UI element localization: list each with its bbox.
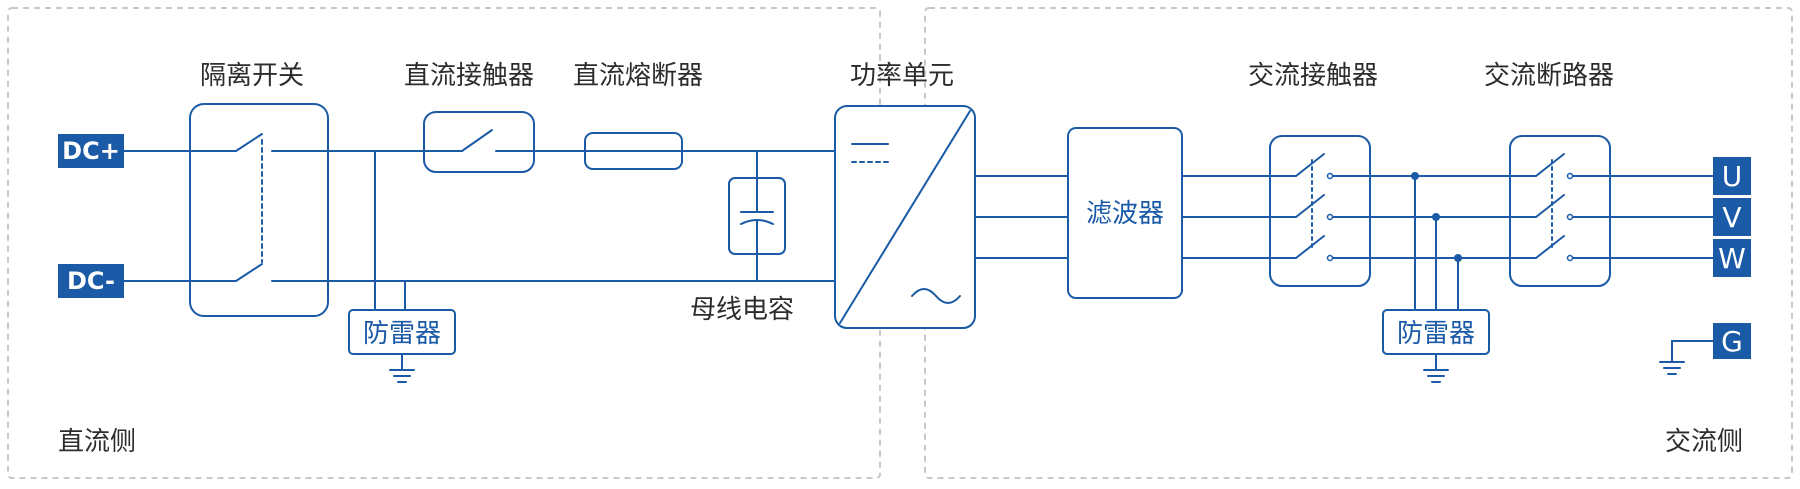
dc-surge-arrester: 防雷器: [348, 150, 456, 371]
svg-text:防雷器: 防雷器: [363, 319, 441, 349]
svg-text:DC-: DC-: [67, 267, 115, 295]
svg-text:U: U: [1722, 160, 1743, 193]
filter: 滤波器: [1067, 127, 1183, 299]
ac-wires-breaker-to-terminals: [1609, 175, 1714, 259]
svg-text:W: W: [1718, 242, 1746, 275]
svg-text:DC+: DC+: [62, 137, 120, 165]
power-unit: [834, 105, 976, 329]
dc-contactor: [423, 111, 535, 173]
power-unit-label: 功率单元: [850, 61, 954, 91]
dc-minus-terminal: DC-: [58, 264, 124, 298]
svg-text:G: G: [1721, 325, 1743, 358]
u-terminal: U: [1713, 157, 1751, 195]
g-terminal: G: [1713, 323, 1751, 359]
dc-side-label: 直流侧: [58, 427, 136, 457]
dc-contactor-label: 直流接触器: [404, 61, 534, 91]
ground-icon: [1659, 340, 1714, 375]
ac-side-label: 交流侧: [1665, 427, 1743, 457]
ac-contactor-label: 交流接触器: [1248, 61, 1378, 91]
ac-surge-arrester: 防雷器: [1382, 309, 1490, 371]
isolation-switch: [123, 103, 329, 317]
dc-fuse: [584, 132, 683, 170]
ac-wires-contactor-to-breaker: [1369, 172, 1511, 311]
svg-text:V: V: [1722, 201, 1741, 234]
ac-side-region: [924, 7, 1793, 479]
ac-contactor: [1269, 135, 1371, 287]
ground-icon: [1423, 369, 1449, 383]
isolation-switch-label: 隔离开关: [200, 61, 304, 91]
ac-wires-converter-to-filter: [974, 175, 1069, 259]
svg-text:滤波器: 滤波器: [1086, 199, 1164, 229]
ac-breaker: [1509, 135, 1611, 287]
svg-text:防雷器: 防雷器: [1397, 319, 1475, 349]
dc-plus-terminal: DC+: [58, 134, 124, 168]
ground-icon: [389, 369, 415, 383]
ac-breaker-label: 交流断路器: [1484, 61, 1614, 91]
bus-capacitor-label: 母线电容: [690, 295, 794, 325]
w-terminal: W: [1713, 239, 1751, 277]
v-terminal: V: [1713, 198, 1751, 236]
ac-wires-filter-to-contactor: [1181, 175, 1271, 259]
dc-fuse-label: 直流熔断器: [573, 61, 703, 91]
bus-capacitor: [728, 150, 786, 282]
